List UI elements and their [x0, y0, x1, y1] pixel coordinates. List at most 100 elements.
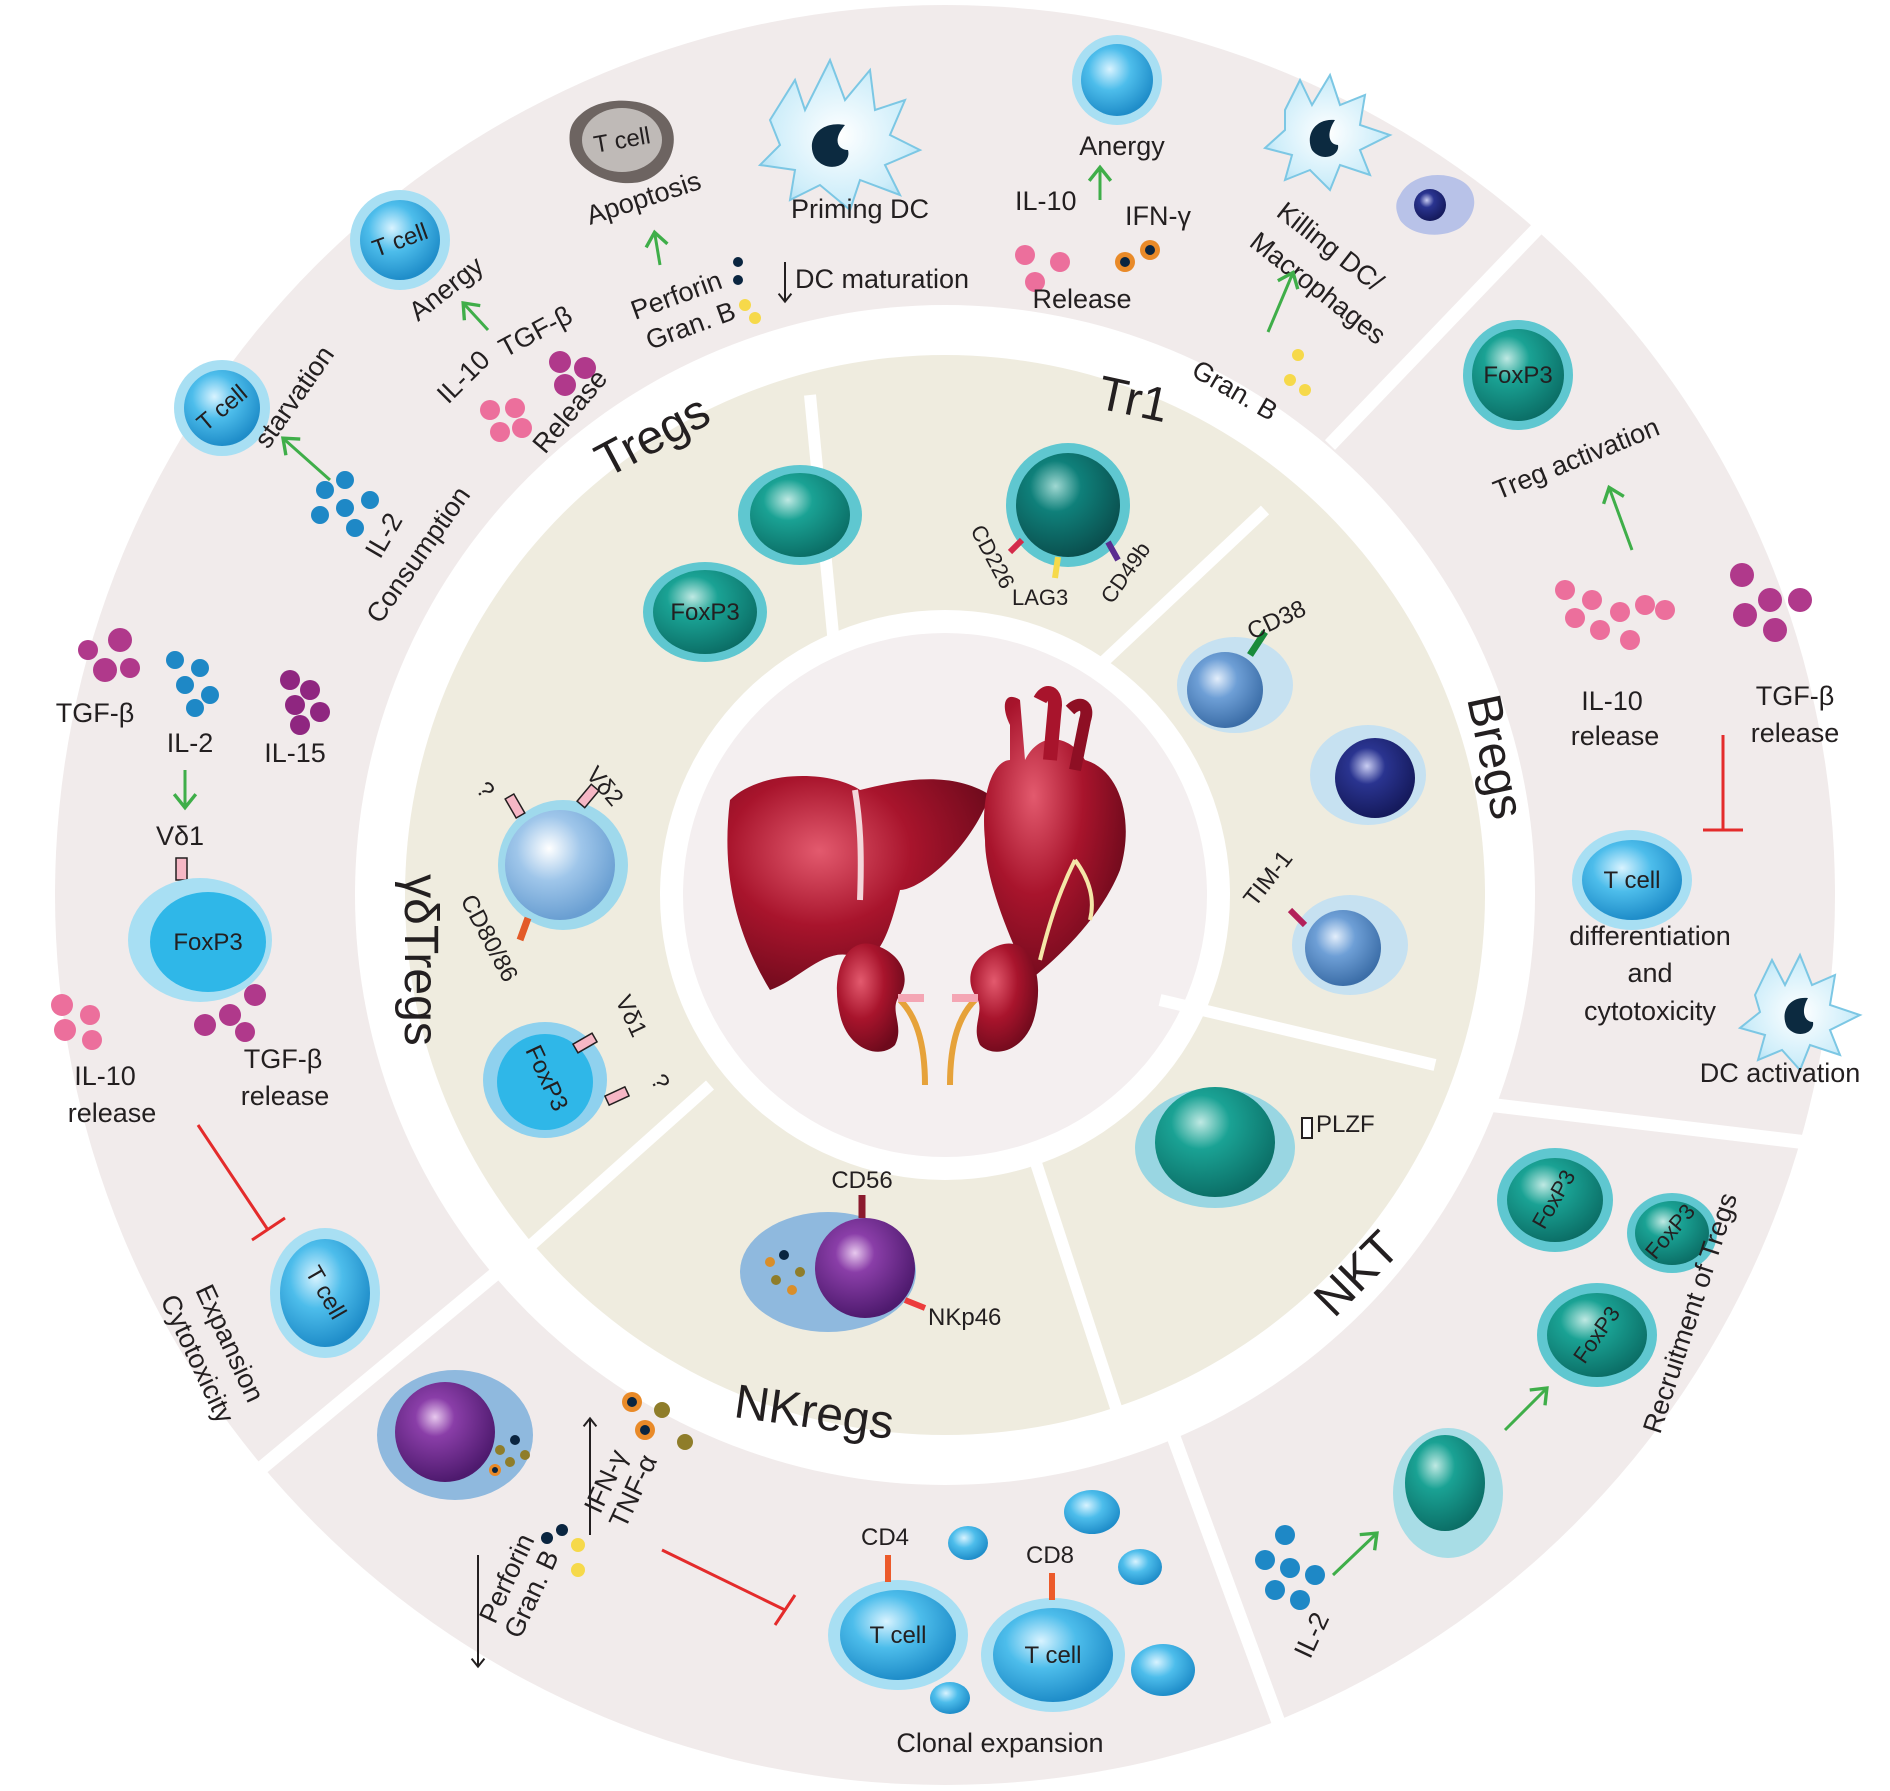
gd-foxp3-cell: FoxP3 — [128, 878, 272, 1002]
anergy-label-tr1: Anergy — [1079, 131, 1165, 161]
tcell-bregs: T cell — [1572, 830, 1692, 930]
granb-bead — [739, 299, 751, 311]
foxp3-treg-nkt-1: FoxP3 — [1497, 1148, 1613, 1252]
il2-beads-nkt — [1255, 1525, 1325, 1610]
release-label-gd-2: release — [241, 1081, 330, 1111]
granb-bead — [571, 1538, 585, 1552]
dc-maturation-label: DC maturation — [795, 264, 969, 294]
foxp3-treg-nkt-3: FoxP3 — [1537, 1283, 1657, 1387]
perforin-bead — [733, 257, 743, 267]
dc-activation-icon — [1737, 952, 1863, 1072]
arrow-anergy-1 — [461, 301, 490, 332]
granb-bead — [1299, 384, 1311, 396]
il10-release-label-gd: IL-10 — [74, 1061, 136, 1091]
nkreg-cell: CD56 NKp46 — [740, 1167, 1001, 1332]
arrow-killing — [1266, 270, 1300, 333]
heart-icon — [984, 686, 1126, 980]
il10-beads-gd — [51, 994, 102, 1050]
tgfb-beads-gd-2 — [194, 984, 266, 1042]
outer-separators — [230, 200, 1871, 1743]
ifng-beads-tr1 — [1115, 240, 1160, 272]
il10-beads-tr1 — [1015, 245, 1070, 292]
perforin-bead — [556, 1524, 568, 1536]
tgfb-beads — [549, 351, 596, 396]
release-label-tr1: Release — [1032, 284, 1131, 314]
section-gdtregs: γδTregs — [394, 874, 447, 1046]
tgfb-release-label: TGF-β — [1756, 681, 1835, 711]
macrophage-icon — [1396, 175, 1475, 235]
gdtreg-vd2-cell: Vδ2 ? CD80/86 — [455, 762, 629, 987]
inhibit-line-gd — [196, 1124, 270, 1231]
anergy-cell — [1072, 35, 1162, 125]
priming-dc-label: Priming DC — [791, 194, 929, 224]
inhibit-bar-nk — [773, 1594, 797, 1626]
arrow-apoptosis — [644, 229, 669, 266]
vd1-receptor — [175, 857, 188, 881]
dc-activation-label: DC activation — [1700, 1058, 1861, 1088]
granb-bead — [1292, 349, 1304, 361]
tcell-label: T cell — [1025, 1642, 1082, 1669]
clonal-expansion-label: Clonal expansion — [896, 1728, 1103, 1758]
il10-label-tr1: IL-10 — [1015, 186, 1077, 216]
release-label-gd-1: release — [68, 1098, 157, 1128]
il15-beads-gd — [280, 670, 330, 735]
nk-cell-outer — [377, 1370, 533, 1500]
granb-bead — [571, 1563, 585, 1577]
priming-dc-icon — [757, 57, 923, 212]
tgfb-label-gd: TGF-β — [56, 698, 135, 728]
cytokine-beads-nk — [622, 1392, 693, 1450]
arrow-treg-activation — [1601, 484, 1634, 551]
foxp3-treg-nkt-2: FoxP3 — [1627, 1193, 1717, 1273]
tcell-label: T cell — [1604, 867, 1661, 894]
breg-cell — [1310, 725, 1426, 825]
cd4-label: CD4 — [861, 1524, 909, 1551]
nkt-cell: PLZF — [1135, 1087, 1375, 1208]
foxp3-treg-bregs: FoxP3 — [1463, 320, 1573, 430]
tcell-apoptosis: T cell — [569, 100, 674, 184]
tcell-cd8: T cell CD8 — [981, 1542, 1125, 1712]
tgfb-release-label-gd: TGF-β — [244, 1044, 323, 1074]
kidneys-icon — [836, 943, 1039, 1086]
ifng-label-tr1: IFN-γ — [1125, 201, 1191, 231]
il10-release-label: IL-10 — [1581, 686, 1643, 716]
il2-label-gd: IL-2 — [167, 728, 214, 758]
nkt-cell-outer — [1393, 1428, 1503, 1558]
granb-bead — [1284, 374, 1296, 386]
release-label-bregs-2: release — [1751, 718, 1840, 748]
tcell-gd: T cell — [270, 1228, 380, 1358]
plzf-label: PLZF — [1316, 1111, 1375, 1138]
perforin-bead — [733, 275, 743, 285]
inhibit-bar-gd — [251, 1216, 286, 1242]
granb-bead — [749, 312, 761, 324]
differentiation-label: differentiation — [1569, 921, 1731, 951]
lag3-label: LAG3 — [1012, 585, 1068, 610]
killing-dc-icon — [1262, 72, 1393, 192]
treg-foxp3-cell: FoxP3 — [643, 562, 767, 662]
arrow-starvation — [280, 436, 331, 482]
cd8-label: CD8 — [1026, 1542, 1074, 1569]
tcell-cd4: T cell CD4 — [828, 1524, 968, 1690]
vd1-label-gd: Vδ1 — [156, 821, 204, 851]
cd56-label: CD56 — [831, 1167, 892, 1194]
small-tcells — [930, 1490, 1195, 1714]
tgfb-beads-gd — [78, 628, 140, 682]
arrow-recruitment — [1503, 1386, 1549, 1432]
liver-icon — [727, 776, 990, 990]
perforin-bead — [541, 1532, 553, 1544]
il10-beads — [480, 398, 532, 442]
tgfb-beads-bregs — [1730, 563, 1812, 642]
gdtreg-vd1-cell: FoxP3 Vδ1 ? — [483, 991, 675, 1138]
cytotoxicity-label: cytotoxicity — [1584, 996, 1717, 1026]
foxp3-label: FoxP3 — [670, 599, 739, 626]
arrow-il2-nkt — [1331, 1531, 1379, 1577]
nkp46-label: NKp46 — [928, 1304, 1001, 1331]
foxp3-label: FoxP3 — [173, 929, 242, 956]
tcell-anergy: T cell — [350, 190, 450, 290]
middle-separators — [515, 394, 1437, 1422]
foxp3-label: FoxP3 — [1483, 362, 1552, 389]
inhibit-line-nk — [661, 1548, 786, 1612]
il15-label-gd: IL-15 — [264, 738, 326, 768]
tcell-label: T cell — [870, 1622, 927, 1649]
tcell-starvation: T cell — [174, 360, 270, 456]
